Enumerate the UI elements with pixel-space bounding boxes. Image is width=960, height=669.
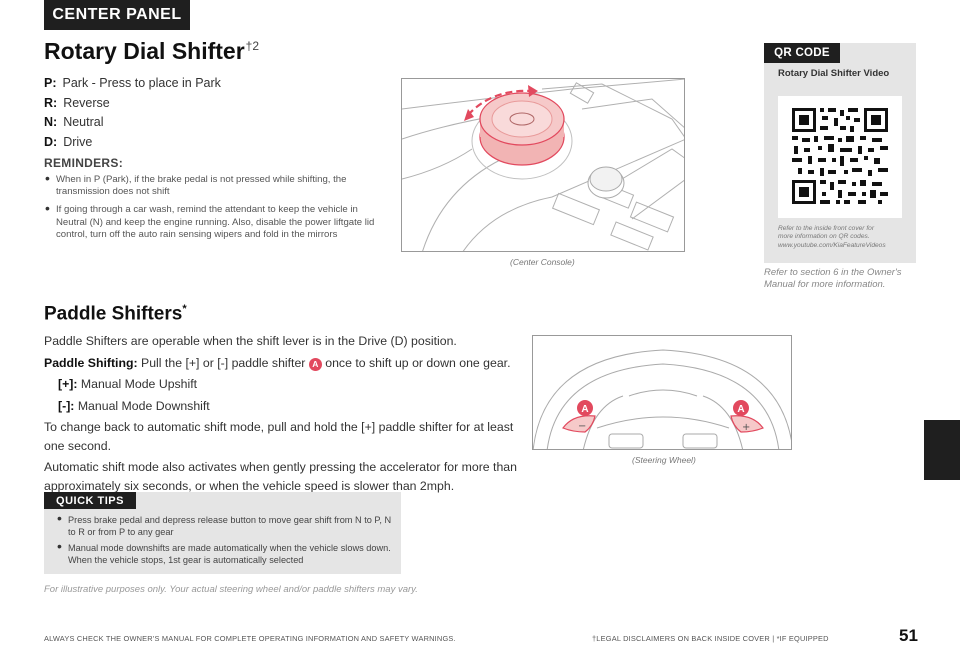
- upshift-line: [+]: Manual Mode Upshift: [44, 375, 524, 394]
- gear-key: R:: [44, 95, 58, 110]
- paddle-auto-release: Automatic shift mode also activates when…: [44, 460, 517, 493]
- quick-tips-tab-label: QUICK TIPS: [56, 494, 124, 507]
- console-drawing: [402, 79, 684, 251]
- callout-a-right: A: [737, 404, 744, 415]
- qr-tab: QR CODE: [764, 43, 840, 63]
- rotary-title-sup: †2: [245, 39, 260, 54]
- rotary-title: Rotary Dial Shifter†2: [44, 38, 259, 65]
- footer-safety-note: ALWAYS CHECK THE OWNER'S MANUAL FOR COMP…: [44, 634, 456, 643]
- reminder-item: When in P (Park), if the brake pedal is …: [44, 172, 379, 198]
- paddle-change-back: To change back to automatic shift mode, …: [44, 420, 514, 453]
- qr-title: Rotary Dial Shifter Video: [778, 68, 890, 79]
- gear-text: Reverse: [63, 95, 110, 110]
- center-console-illustration: [401, 78, 685, 252]
- section-tab: CENTER PANEL: [44, 0, 190, 30]
- qr-code-icon: [792, 108, 888, 204]
- downshift-label: [-]:: [58, 398, 75, 413]
- console-caption: (Center Console): [510, 257, 575, 267]
- quick-tips-list: Press brake pedal and depress release bu…: [56, 513, 396, 571]
- callout-a-left: A: [581, 404, 588, 415]
- gear-key: N:: [44, 115, 58, 129]
- paddle-title: Paddle Shifters*: [44, 303, 187, 325]
- qr-note-line: Refer to the inside front cover for: [778, 225, 875, 232]
- gear-key: P:: [44, 76, 57, 90]
- upshift-text: Manual Mode Upshift: [80, 377, 198, 391]
- gear-row-park: P: Park - Press to place in Park: [44, 74, 384, 94]
- paddle-shifting-text: Pull the [+] or [-] paddle shifter: [141, 355, 306, 370]
- paddle-description: Paddle Shifters are operable when the sh…: [44, 332, 524, 498]
- steering-wheel-illustration: − + A A: [532, 335, 792, 450]
- qr-note-link[interactable]: www.youtube.com/KiaFeatureVideos: [778, 241, 886, 249]
- owner-manual-reference: Refer to section 6 in the Owner's Manual…: [764, 267, 902, 290]
- quick-tip-item: Manual mode downshifts are made automati…: [56, 541, 396, 566]
- gear-row-reverse: R: Reverse: [44, 94, 384, 114]
- quick-tips-tab: QUICK TIPS: [44, 492, 136, 509]
- downshift-text: Manual Mode Downshift: [77, 398, 210, 413]
- paddle-shifting-label: Paddle Shifting:: [44, 355, 138, 370]
- quick-tip-item: Press brake pedal and depress release bu…: [56, 513, 396, 538]
- qr-tab-label: QR CODE: [774, 47, 830, 59]
- illustration-disclaimer: For illustrative purposes only. Your act…: [44, 584, 418, 595]
- gear-text: Neutral: [63, 115, 104, 129]
- qr-code-image[interactable]: [778, 96, 902, 218]
- side-tab-line: PANEL: [892, 461, 913, 469]
- downshift-line: [-]: Manual Mode Downshift: [44, 397, 524, 416]
- paddle-shifting-text-end: once to shift up or down one gear.: [325, 355, 511, 370]
- reminder-item: If going through a car wash, remind the …: [44, 202, 379, 241]
- rotary-title-text: Rotary Dial Shifter: [44, 38, 245, 64]
- paddle-intro: Paddle Shifters are operable when the sh…: [44, 334, 457, 348]
- page-number: 51: [899, 626, 918, 645]
- gear-list: P: Park - Press to place in Park R: Revers…: [44, 74, 384, 152]
- upshift-label: [+]:: [58, 377, 78, 391]
- paddle-title-text: Paddle Shifters: [44, 303, 183, 325]
- footer-legal-note: †LEGAL DISCLAIMERS ON BACK INSIDE COVER …: [592, 634, 829, 643]
- reminders-heading: REMINDERS:: [44, 156, 124, 170]
- gear-key: D:: [44, 134, 58, 149]
- qr-note-line: more information on QR codes.: [778, 233, 870, 241]
- gear-text: Drive: [63, 134, 93, 149]
- paddle-plus-symbol: +: [742, 422, 750, 433]
- paddle-title-sup: *: [182, 303, 187, 315]
- steering-wheel-caption: (Steering Wheel): [632, 455, 696, 465]
- paddle-minus-symbol: −: [578, 421, 586, 432]
- callout-a-badge: A: [308, 357, 322, 371]
- steering-wheel-drawing: − + A A: [533, 349, 791, 449]
- gear-row-neutral: N: Neutral: [44, 113, 384, 133]
- gear-text: Park - Press to place in Park: [62, 76, 221, 90]
- gear-row-drive: D: Drive: [44, 133, 384, 153]
- qr-note: Refer to the inside front cover for more…: [778, 225, 912, 250]
- paddle-shifting-line: Paddle Shifting: Pull the [+] or [-] pad…: [44, 354, 524, 373]
- reminders: REMINDERS: When in P (Park), if the brak…: [44, 156, 379, 247]
- section-tab-label: CENTER PANEL: [52, 6, 182, 23]
